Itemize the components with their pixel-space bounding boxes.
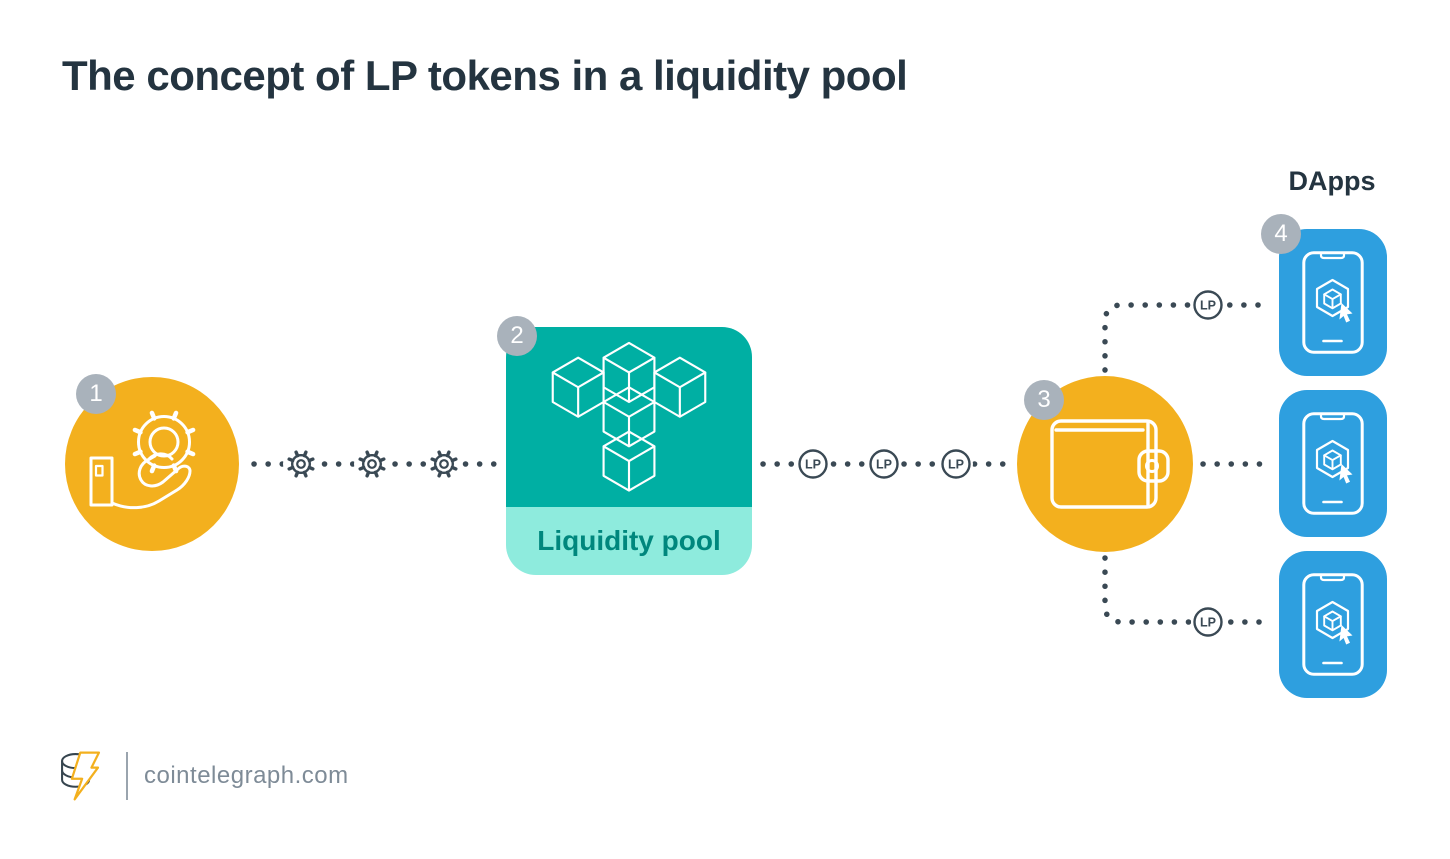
gear-icon [353, 445, 391, 483]
lp-token-icon [941, 449, 971, 479]
step-badge-4: 4 [1261, 214, 1301, 254]
liquidity-pool-icon-area [506, 327, 752, 507]
connector-wallet-to-dapp3 [1102, 555, 1275, 625]
lp-token-icon [869, 449, 899, 479]
step-badge-3: 3 [1024, 380, 1064, 420]
cointelegraph-coins-bolt-logo [61, 751, 101, 801]
gear-icon [282, 445, 320, 483]
lp-token-icon [1193, 290, 1223, 320]
connector-wallet-to-dapp1 [1102, 302, 1275, 373]
footer-site-text: cointelegraph.com [144, 762, 349, 789]
dapp-card-2 [1279, 390, 1387, 537]
lp-token-icon [798, 449, 828, 479]
dapp-card-3 [1279, 551, 1387, 698]
step-badge-1: 1 [76, 374, 116, 414]
liquidity-pool-label: Liquidity pool [506, 507, 752, 575]
gear-icon [425, 445, 463, 483]
lp-token-icon [1193, 607, 1223, 637]
page-title: The concept of LP tokens in a liquidity … [62, 52, 908, 99]
step-badge-2: 2 [497, 316, 537, 356]
footer-divider [126, 752, 128, 800]
dapps-label: DApps [1288, 166, 1376, 196]
dapp-card-1 [1279, 229, 1387, 376]
step2-liquidity-pool-node: Liquidity pool [506, 327, 752, 575]
footer: cointelegraph.com [56, 746, 349, 806]
